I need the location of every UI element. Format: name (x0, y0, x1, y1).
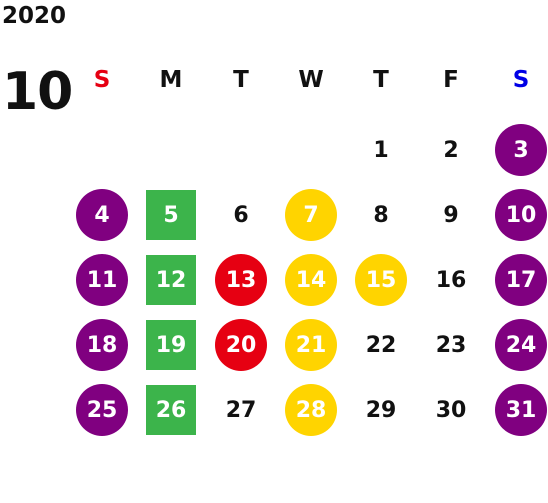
day-4[interactable]: 4 (76, 189, 128, 241)
day-3[interactable]: 3 (495, 124, 547, 176)
day-22[interactable]: 22 (365, 332, 397, 358)
day-17[interactable]: 17 (495, 254, 547, 306)
day-23[interactable]: 23 (435, 332, 467, 358)
day-14[interactable]: 14 (285, 254, 337, 306)
day-15[interactable]: 15 (355, 254, 407, 306)
day-29[interactable]: 29 (365, 397, 397, 423)
day-31[interactable]: 31 (495, 384, 547, 436)
day-5[interactable]: 5 (146, 190, 196, 240)
day-25[interactable]: 25 (76, 384, 128, 436)
day-20[interactable]: 20 (215, 319, 267, 371)
day-11[interactable]: 11 (76, 254, 128, 306)
day-10[interactable]: 10 (495, 189, 547, 241)
day-6[interactable]: 6 (233, 202, 249, 228)
day-12[interactable]: 12 (146, 255, 196, 305)
month-number: 10 (2, 62, 73, 122)
day-30[interactable]: 30 (435, 397, 467, 423)
day-7[interactable]: 7 (285, 189, 337, 241)
day-13[interactable]: 13 (215, 254, 267, 306)
day-24[interactable]: 24 (495, 319, 547, 371)
day-16[interactable]: 16 (435, 267, 467, 293)
day-26[interactable]: 26 (146, 385, 196, 435)
day-2[interactable]: 2 (443, 137, 459, 163)
day-8[interactable]: 8 (373, 202, 389, 228)
day-27[interactable]: 27 (225, 397, 257, 423)
day-9[interactable]: 9 (443, 202, 459, 228)
day-1[interactable]: 1 (373, 137, 389, 163)
day-21[interactable]: 21 (285, 319, 337, 371)
day-18[interactable]: 18 (76, 319, 128, 371)
day-19[interactable]: 19 (146, 320, 196, 370)
year-label: 2020 (2, 3, 67, 29)
day-28[interactable]: 28 (285, 384, 337, 436)
